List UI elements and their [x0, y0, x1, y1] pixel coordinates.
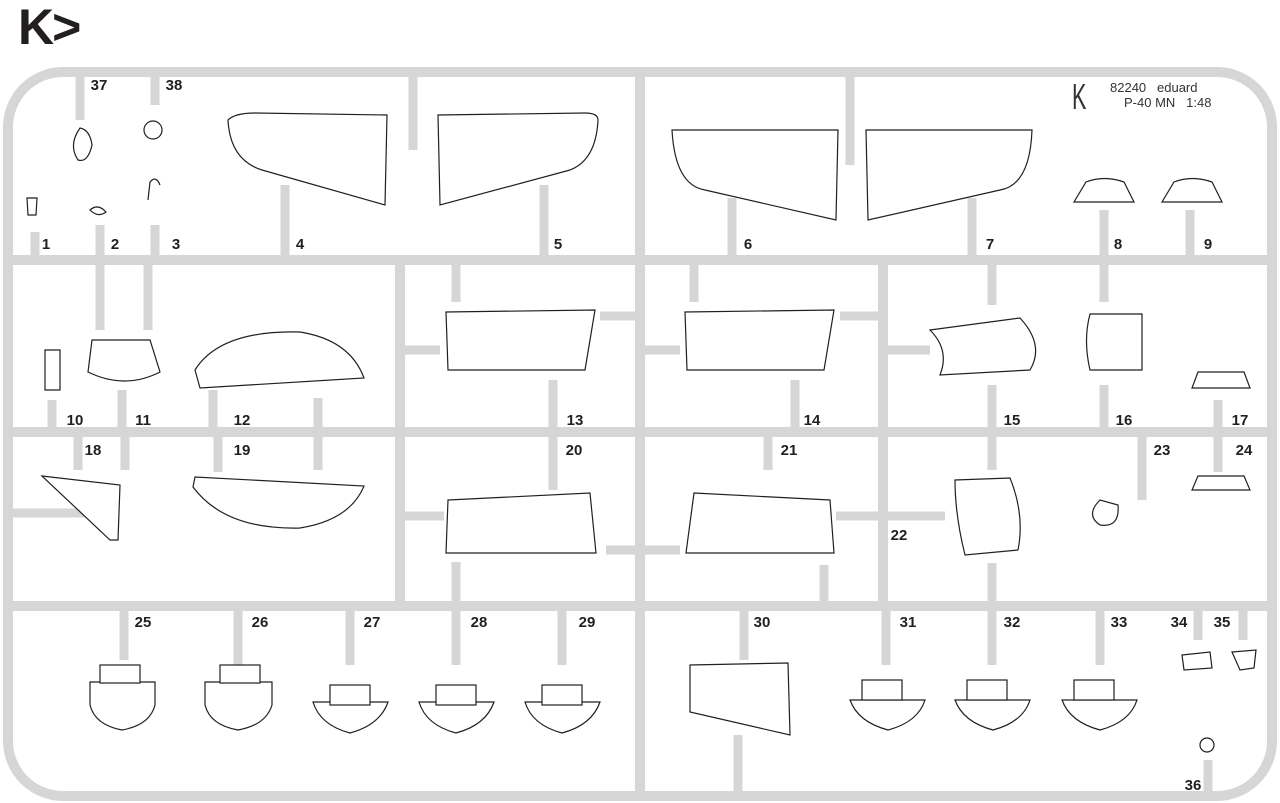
part-37	[72, 127, 93, 162]
part-label-3: 3	[172, 236, 180, 253]
part-10	[44, 349, 61, 391]
wheel-well-part-19	[192, 476, 365, 529]
parts	[26, 112, 1257, 753]
kit-code: 82240	[1110, 80, 1147, 95]
part-24	[1191, 475, 1251, 491]
part-label-32: 32	[1004, 614, 1021, 631]
sprue-logo: K>	[18, 0, 81, 55]
panel-top	[435, 684, 477, 706]
sprue-gates	[8, 72, 1248, 796]
sprue-model-scale: P-40 MN 1:48	[1124, 95, 1211, 110]
instrument-panel-27	[312, 701, 389, 734]
part-label-29: 29	[579, 614, 596, 631]
part-label-20: 20	[566, 442, 583, 459]
sprue-letter: K	[1072, 76, 1087, 117]
part-label-2: 2	[111, 236, 119, 253]
cockpit-side-14	[684, 309, 835, 371]
part-1	[26, 197, 38, 216]
instrument-panel-33	[1061, 699, 1138, 731]
part-label-15: 15	[1004, 412, 1021, 429]
part-label-10: 10	[67, 412, 84, 429]
instrument-panel-29	[524, 701, 601, 734]
part-label-25: 25	[135, 614, 152, 631]
part-label-23: 23	[1154, 442, 1171, 459]
panel-top	[861, 679, 903, 701]
model: P-40 MN	[1124, 95, 1176, 110]
panel-top	[541, 684, 583, 706]
part-label-37: 37	[91, 77, 108, 94]
part-9	[1160, 177, 1223, 203]
scale: 1:48	[1186, 95, 1212, 110]
part-34	[1181, 651, 1213, 671]
part-38-ring	[143, 120, 163, 140]
part-label-28: 28	[471, 614, 488, 631]
part-30	[689, 662, 791, 736]
rudder-part-5	[437, 112, 599, 206]
part-17	[1191, 371, 1251, 389]
elevator-part-6	[671, 129, 839, 221]
rudder-part-4	[227, 112, 388, 206]
part-label-11: 11	[135, 412, 151, 429]
part-label-14: 14	[804, 412, 821, 429]
part-label-4: 4	[296, 236, 305, 253]
part-label-9: 9	[1204, 236, 1212, 253]
part-label-26: 26	[252, 614, 269, 631]
elevator-part-7	[865, 129, 1033, 221]
part-label-21: 21	[781, 442, 798, 459]
part-36-ring	[1199, 737, 1215, 753]
part-label-18: 18	[85, 442, 102, 459]
panel-top	[1073, 679, 1115, 701]
part-label-16: 16	[1116, 412, 1133, 429]
sprue-code-brand: 82240 eduard	[1110, 80, 1197, 95]
part-16	[1085, 313, 1143, 371]
instrument-panel-28	[418, 701, 495, 734]
part-35	[1231, 649, 1257, 671]
seat-part-22	[954, 477, 1021, 556]
part-label-6: 6	[744, 236, 752, 253]
instrument-panel-25	[89, 681, 156, 731]
part-label-24: 24	[1236, 442, 1253, 459]
panel-top	[966, 679, 1008, 701]
panel-top	[219, 664, 261, 684]
part-label-35: 35	[1214, 614, 1231, 631]
cockpit-side-20	[445, 492, 597, 554]
part-label-30: 30	[754, 614, 771, 631]
part-18	[40, 475, 121, 541]
part-label-5: 5	[554, 236, 562, 253]
brand: eduard	[1157, 80, 1198, 95]
instrument-panel-32	[954, 699, 1031, 731]
part-label-1: 1	[42, 236, 50, 253]
floor-part-15	[928, 317, 1037, 376]
panel-top	[99, 664, 141, 684]
part-label-33: 33	[1111, 614, 1128, 631]
part-label-36: 36	[1185, 777, 1202, 794]
panel-top	[329, 684, 371, 706]
part-11	[87, 339, 161, 382]
part-3	[147, 178, 161, 201]
part-8	[1072, 177, 1135, 203]
part-label-34: 34	[1171, 614, 1188, 631]
part-label-13: 13	[567, 412, 584, 429]
part-label-31: 31	[900, 614, 917, 631]
part-2	[89, 206, 107, 216]
wheel-well-part-12	[194, 331, 365, 389]
part-label-22: 22	[891, 527, 908, 544]
part-23	[1091, 499, 1119, 526]
instrument-panel-26	[204, 681, 273, 731]
part-label-19: 19	[234, 442, 251, 459]
cockpit-side-21	[685, 492, 835, 554]
part-label-38: 38	[166, 77, 183, 94]
part-label-7: 7	[986, 236, 994, 253]
instrument-panel-31	[849, 699, 926, 731]
cockpit-side-13	[445, 309, 596, 371]
part-label-27: 27	[364, 614, 381, 631]
part-label-8: 8	[1114, 236, 1122, 253]
part-label-17: 17	[1232, 412, 1249, 429]
part-label-12: 12	[234, 412, 251, 429]
